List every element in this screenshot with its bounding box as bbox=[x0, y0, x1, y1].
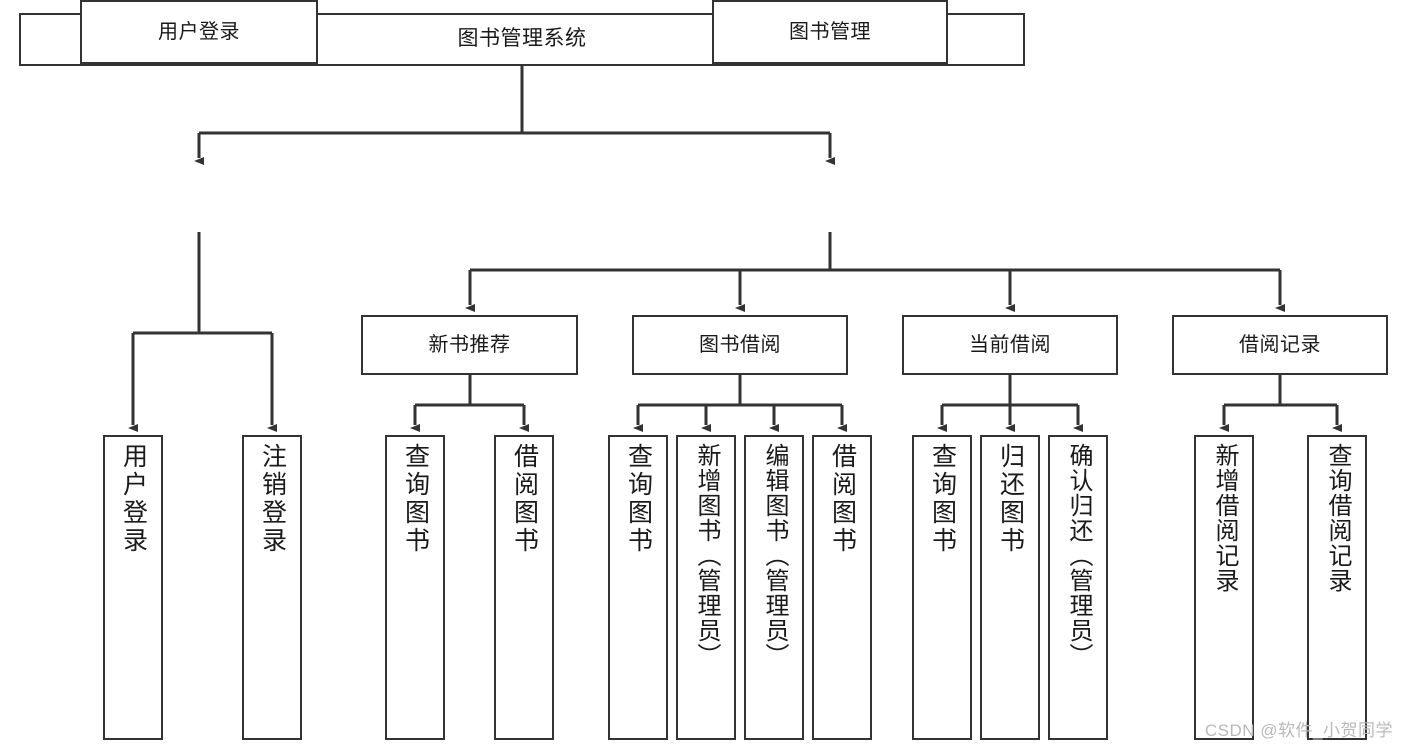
leaf-confirm-return-admin[interactable]: 确认归还（管理员） bbox=[1048, 435, 1108, 740]
node-book-borrow[interactable]: 图书借阅 bbox=[632, 315, 848, 375]
leaf-query-borrow-record-label: 查询借阅记录 bbox=[1324, 443, 1351, 593]
node-book-manage[interactable]: 图书管理 bbox=[712, 0, 948, 64]
leaf-query-book-3[interactable]: 查询图书 bbox=[912, 435, 972, 740]
node-user-login-label: 用户登录 bbox=[158, 20, 240, 43]
node-book-manage-label: 图书管理 bbox=[789, 20, 871, 43]
leaf-add-book-admin-label: 新增图书（管理员） bbox=[693, 443, 720, 668]
leaf-return-book-label: 归还图书 bbox=[996, 443, 1025, 555]
leaf-edit-book-admin-label: 编辑图书（管理员） bbox=[761, 443, 788, 668]
node-borrow-record-label: 借阅记录 bbox=[1239, 333, 1321, 356]
leaf-add-borrow-record-label: 新增借阅记录 bbox=[1211, 443, 1238, 593]
leaf-query-book-1-label: 查询图书 bbox=[401, 443, 430, 555]
node-new-book-recommend-label: 新书推荐 bbox=[428, 333, 511, 356]
node-current-borrow-label: 当前借阅 bbox=[969, 333, 1051, 356]
node-current-borrow[interactable]: 当前借阅 bbox=[902, 315, 1118, 375]
leaf-query-book-1[interactable]: 查询图书 bbox=[385, 435, 445, 740]
leaf-return-book[interactable]: 归还图书 bbox=[980, 435, 1040, 740]
node-root-label: 图书管理系统 bbox=[457, 27, 587, 51]
leaf-borrow-book-1[interactable]: 借阅图书 bbox=[494, 435, 554, 740]
leaf-add-borrow-record[interactable]: 新增借阅记录 bbox=[1194, 435, 1254, 740]
leaf-user-login-label: 用户登录 bbox=[119, 443, 148, 555]
leaf-confirm-return-admin-label: 确认归还（管理员） bbox=[1065, 443, 1092, 668]
leaf-user-login[interactable]: 用户登录 bbox=[103, 435, 163, 740]
leaf-borrow-book-2-label: 借阅图书 bbox=[828, 443, 857, 555]
leaf-query-book-3-label: 查询图书 bbox=[928, 443, 957, 555]
leaf-add-book-admin[interactable]: 新增图书（管理员） bbox=[676, 435, 736, 740]
leaf-logout-label: 注销登录 bbox=[258, 443, 287, 555]
leaf-borrow-book-2[interactable]: 借阅图书 bbox=[812, 435, 872, 740]
leaf-query-book-2[interactable]: 查询图书 bbox=[608, 435, 668, 740]
node-book-borrow-label: 图书借阅 bbox=[699, 333, 781, 356]
leaf-query-borrow-record[interactable]: 查询借阅记录 bbox=[1307, 435, 1367, 740]
csdn-watermark: CSDN @软件_小贺同学 bbox=[1204, 721, 1393, 740]
node-borrow-record[interactable]: 借阅记录 bbox=[1172, 315, 1388, 375]
node-new-book-recommend[interactable]: 新书推荐 bbox=[361, 315, 578, 375]
leaf-borrow-book-1-label: 借阅图书 bbox=[510, 443, 539, 555]
node-user-login[interactable]: 用户登录 bbox=[80, 0, 318, 64]
leaf-logout[interactable]: 注销登录 bbox=[242, 435, 302, 740]
leaf-edit-book-admin[interactable]: 编辑图书（管理员） bbox=[744, 435, 804, 740]
leaf-query-book-2-label: 查询图书 bbox=[624, 443, 653, 555]
